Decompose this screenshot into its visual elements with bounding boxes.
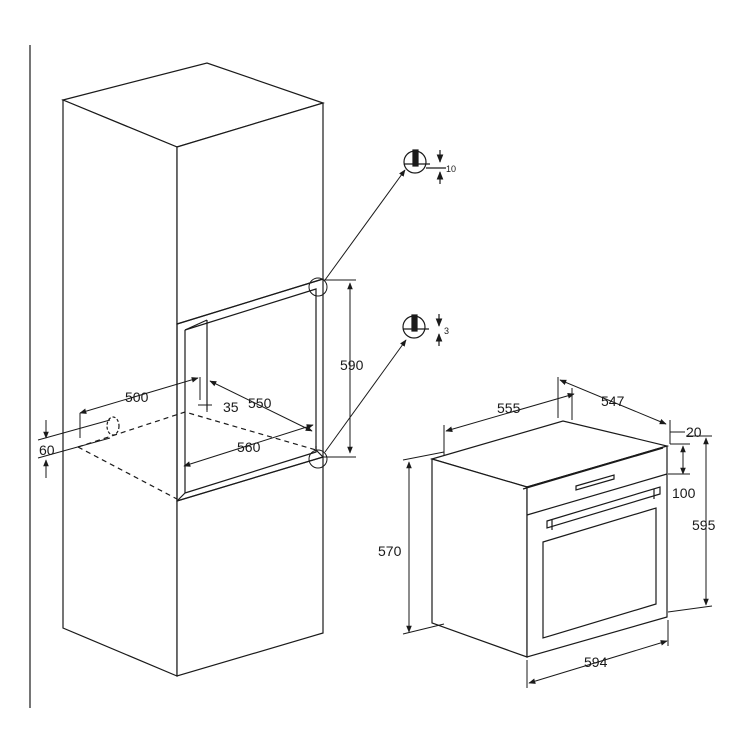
niche-inner-top <box>184 288 317 450</box>
cabinet <box>61 62 325 677</box>
label-547: 547 <box>601 393 625 409</box>
dim-560-line <box>183 424 314 467</box>
dim-60-ext-bottom <box>37 437 111 459</box>
cabinet-dimensions <box>37 279 356 478</box>
label-550: 550 <box>248 395 272 411</box>
oven-control-divider <box>526 473 668 516</box>
oven <box>429 420 670 658</box>
niche-side-edge <box>315 449 324 458</box>
label-100: 100 <box>672 485 696 501</box>
niche-inner-bottom <box>184 446 317 494</box>
detail-leader-top <box>324 169 406 281</box>
cabinet-left-face <box>62 99 178 677</box>
oven-front-rim <box>522 447 664 490</box>
oven-dimensions <box>402 377 713 688</box>
label-detail-top: 10 <box>446 164 456 174</box>
detail-symbol-top-wall <box>412 149 419 167</box>
oven-body-side <box>431 458 528 658</box>
label-594: 594 <box>584 654 608 670</box>
hidden-floor-outline <box>77 446 178 500</box>
detail-circle-bottom <box>308 449 328 469</box>
label-560: 560 <box>237 439 261 455</box>
detail-symbol-bottom-wall <box>411 314 418 332</box>
detail-symbol-bottom <box>402 314 443 346</box>
oven-handle <box>546 486 661 530</box>
niche-shelf-edge <box>176 492 186 502</box>
dim-60-ext-top <box>37 419 111 441</box>
dim-550-line <box>209 380 313 432</box>
detail-symbol-top <box>403 149 446 184</box>
dim-595-ext-bottom <box>667 605 713 613</box>
label-595: 595 <box>692 517 716 533</box>
cabinet-front-lower <box>176 456 324 677</box>
dim-570-ext-top <box>402 451 445 461</box>
detail-callouts <box>308 169 407 469</box>
oven-display <box>575 474 615 491</box>
label-570: 570 <box>378 543 402 559</box>
oven-handle-bar <box>546 486 661 529</box>
dim-555-line <box>445 393 575 432</box>
detail-circle-top <box>308 277 328 297</box>
label-555: 555 <box>497 400 521 416</box>
label-20: 20 <box>686 424 702 440</box>
label-detail-bottom: 3 <box>444 326 449 336</box>
label-60: 60 <box>39 442 55 458</box>
label-590: 590 <box>340 357 364 373</box>
label-35: 35 <box>223 399 239 415</box>
label-500: 500 <box>125 389 149 405</box>
dim-594-line <box>528 640 668 684</box>
dim-500-line <box>79 377 199 414</box>
dim-570-ext-bottom <box>402 623 445 635</box>
detail-leader-bottom <box>324 339 407 453</box>
niche-back-line <box>184 319 208 331</box>
oven-door-window <box>542 507 657 639</box>
dim-547-line <box>559 379 667 425</box>
vent-opening <box>106 416 120 436</box>
